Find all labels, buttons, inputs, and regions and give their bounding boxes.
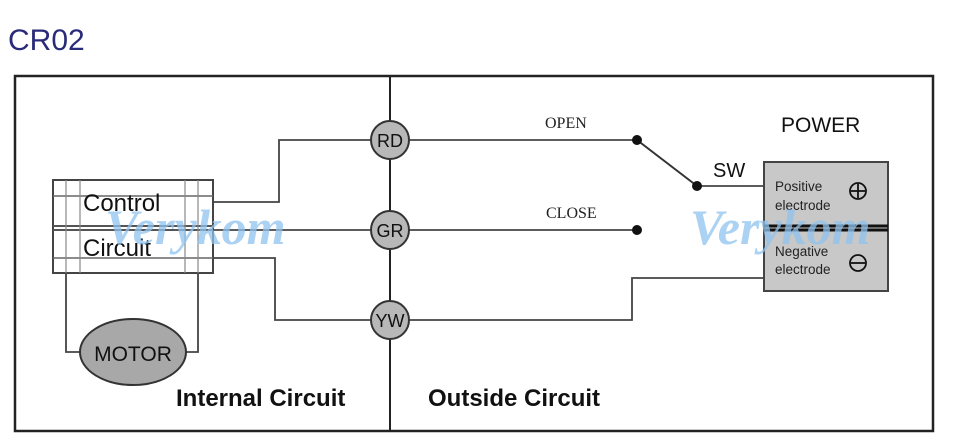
power-label: POWER [781, 114, 860, 137]
diagram-frame [13, 74, 935, 433]
open-label: OPEN [545, 115, 587, 132]
terminal-rd-label: RD [377, 131, 403, 151]
plus-icon [849, 182, 867, 200]
switch [632, 135, 702, 235]
watermark-right: Verykom [690, 199, 871, 255]
switch-open-contact [632, 135, 642, 145]
terminal-yw-label: YW [376, 311, 405, 331]
terminal-yw: YW [370, 300, 410, 340]
positive-label-line2: electrode [775, 198, 831, 213]
control-box-label-line1: Control [83, 190, 160, 217]
negative-label-line2: electrode [775, 262, 831, 277]
minus-icon [849, 254, 867, 272]
motor: MOTOR [79, 318, 187, 386]
watermark-left: Verykom [105, 199, 286, 255]
motor-wire-right [186, 273, 199, 353]
wire-negative [409, 277, 764, 321]
wire-red [213, 139, 371, 203]
motor-label: MOTOR [94, 343, 172, 366]
negative-label-line1: Negative [775, 244, 828, 259]
close-label: CLOSE [546, 205, 597, 222]
terminal-gr: GR [370, 210, 410, 250]
outside-circuit-label: Outside Circuit [428, 385, 600, 412]
terminal-gr-label: GR [377, 221, 404, 241]
diagram-title: CR02 [8, 24, 85, 57]
wire-yellow [213, 257, 371, 321]
motor-wire-left [65, 273, 81, 353]
switch-close-contact [632, 225, 642, 235]
power-supply: Positive electrode Negative electrode [763, 161, 889, 292]
sw-label: SW [713, 160, 745, 182]
internal-circuit-label: Internal Circuit [176, 385, 345, 412]
positive-label-line1: Positive [775, 179, 822, 194]
control-box-label-line2: Circuit [83, 235, 151, 262]
terminal-rd: RD [370, 120, 410, 160]
control-circuit-box: Control Circuit [52, 179, 214, 274]
switch-pivot [692, 181, 702, 191]
